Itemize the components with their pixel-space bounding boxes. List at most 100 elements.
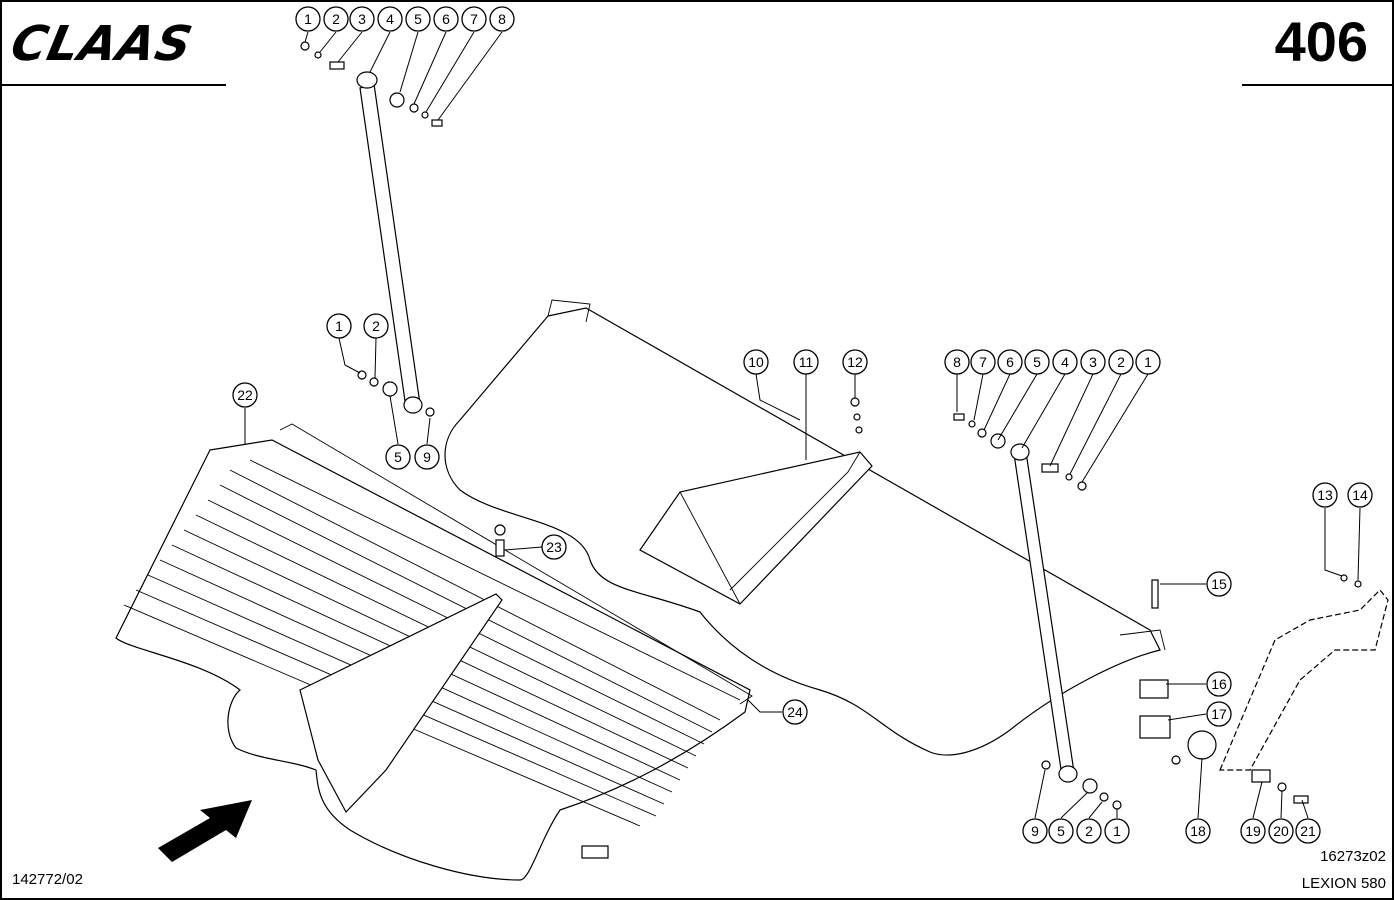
svg-text:7: 7 <box>470 11 478 27</box>
callout: 23 <box>541 534 567 560</box>
svg-text:3: 3 <box>358 11 366 27</box>
callout: 21 <box>1295 818 1321 844</box>
callout: 4 <box>377 6 403 32</box>
callout: 2 <box>1108 349 1134 375</box>
svg-text:14: 14 <box>1352 487 1368 503</box>
reference-number: 142772/02 <box>12 871 83 888</box>
svg-text:2: 2 <box>1117 354 1125 370</box>
callout: 20 <box>1268 818 1294 844</box>
callout: 19 <box>1240 818 1266 844</box>
svg-text:19: 19 <box>1245 823 1261 839</box>
callout: 2 <box>323 6 349 32</box>
leader-lines <box>244 31 1361 819</box>
svg-text:23: 23 <box>546 539 562 555</box>
svg-text:20: 20 <box>1273 823 1289 839</box>
svg-text:2: 2 <box>1085 823 1093 839</box>
callout: 5 <box>405 6 431 32</box>
callout: 6 <box>433 6 459 32</box>
callout: 8 <box>489 6 515 32</box>
svg-text:11: 11 <box>799 354 814 370</box>
callout: 4 <box>1052 349 1078 375</box>
callout-bottom-left: 9 5 2 1 <box>1022 818 1130 844</box>
left-hanger-rod <box>359 83 421 409</box>
sieve-side-rail <box>279 423 753 705</box>
svg-text:18: 18 <box>1190 823 1206 839</box>
header-rule-right <box>1242 84 1394 86</box>
svg-text:8: 8 <box>953 354 961 370</box>
callout: 1 <box>326 313 352 339</box>
svg-text:16: 16 <box>1211 676 1227 692</box>
callout: 10 <box>743 349 769 375</box>
callout-plate: 10 11 12 <box>743 349 868 375</box>
callout: 3 <box>349 6 375 32</box>
svg-text:5: 5 <box>1057 823 1065 839</box>
callout: 17 <box>1206 701 1232 727</box>
callout: 12 <box>842 349 868 375</box>
svg-text:22: 22 <box>237 387 253 403</box>
svg-text:2: 2 <box>332 11 340 27</box>
callout: 2 <box>363 313 389 339</box>
svg-text:7: 7 <box>979 354 987 370</box>
callout: 15 <box>1206 571 1232 597</box>
callout-top-row: 1 2 3 4 5 6 7 8 <box>295 6 515 32</box>
callout: 8 <box>944 349 970 375</box>
callout: 13 <box>1312 482 1338 508</box>
callout-bracket: 13 14 <box>1312 482 1373 508</box>
callout: 9 <box>414 444 440 470</box>
callout: 9 <box>1022 818 1048 844</box>
callout: 5 <box>385 444 411 470</box>
svg-text:24: 24 <box>787 704 803 720</box>
callout: 5 <box>1048 818 1074 844</box>
svg-text:5: 5 <box>1033 354 1041 370</box>
pan-lip-right <box>1119 629 1166 651</box>
pan-lip-left <box>547 299 591 323</box>
callout: 1 <box>1135 349 1161 375</box>
callout-left-pair: 1 2 5 9 <box>326 313 440 470</box>
callout: 7 <box>461 6 487 32</box>
svg-text:6: 6 <box>1006 354 1014 370</box>
svg-text:2: 2 <box>372 318 380 334</box>
svg-text:1: 1 <box>335 318 343 334</box>
callout-fasteners: 15 16 17 <box>1206 571 1232 727</box>
callout: 22 <box>232 382 258 408</box>
callout: 14 <box>1347 482 1373 508</box>
callout: 3 <box>1080 349 1106 375</box>
divider-ridge <box>639 451 873 605</box>
callout: 7 <box>970 349 996 375</box>
callout-right-row: 8 7 6 5 4 3 2 1 <box>944 349 1161 375</box>
model-name: LEXION 580 <box>1301 875 1386 892</box>
callout: 1 <box>295 6 321 32</box>
svg-text:1: 1 <box>1144 354 1152 370</box>
callout: 5 <box>1024 349 1050 375</box>
svg-text:17: 17 <box>1211 706 1227 722</box>
svg-text:15: 15 <box>1211 576 1227 592</box>
svg-text:5: 5 <box>394 449 402 465</box>
hardware <box>300 41 1362 859</box>
page-number: 406 <box>1274 10 1368 73</box>
callout: 18 <box>1185 818 1211 844</box>
travel-direction-arrow <box>158 800 252 862</box>
svg-text:9: 9 <box>1031 823 1039 839</box>
callout: 1 <box>1104 818 1130 844</box>
svg-text:8: 8 <box>498 11 506 27</box>
sieve-center-ridge <box>299 593 503 814</box>
svg-text:3: 3 <box>1089 354 1097 370</box>
svg-text:4: 4 <box>386 11 394 27</box>
callout: 11 <box>793 349 819 375</box>
callout: 2 <box>1076 818 1102 844</box>
svg-text:9: 9 <box>423 449 431 465</box>
svg-text:10: 10 <box>748 354 764 370</box>
mounting-bracket <box>1219 589 1389 771</box>
svg-text:1: 1 <box>304 11 312 27</box>
callout: 6 <box>997 349 1023 375</box>
callout: 24 <box>782 699 808 725</box>
callout-sieve: 22 23 24 <box>232 382 808 725</box>
svg-text:6: 6 <box>442 11 450 27</box>
drawing-code: 16273z02 <box>1320 848 1386 865</box>
svg-text:1: 1 <box>1113 823 1121 839</box>
svg-text:4: 4 <box>1061 354 1069 370</box>
callout-bottom-right: 18 19 20 21 <box>1185 818 1321 844</box>
callout: 16 <box>1206 671 1232 697</box>
